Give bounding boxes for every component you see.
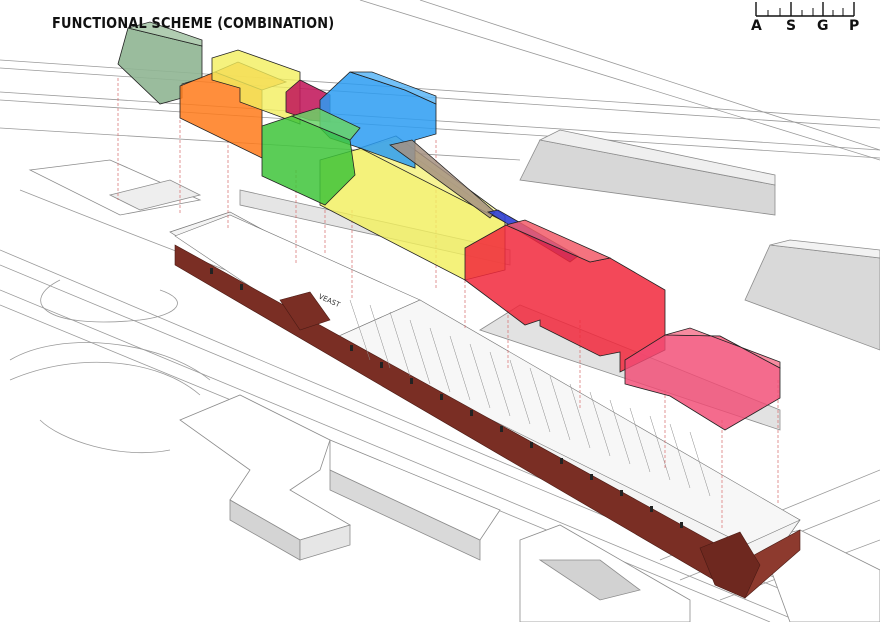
logo-letter-p: P	[849, 18, 860, 34]
volume-pink	[624, 327, 781, 431]
ruler-icon	[755, 2, 855, 17]
asgp-logo: A S G P	[748, 2, 860, 36]
historic-building: VEAST	[169, 211, 801, 599]
functional-volumes	[117, 21, 781, 431]
volume-green-gray	[117, 21, 203, 105]
logo-letter-g: G	[817, 18, 829, 34]
logo-letter-s: S	[786, 18, 797, 34]
page-title: FUNCTIONAL SCHEME (COMBINATION)	[52, 14, 335, 32]
interior-grid	[349, 299, 711, 497]
windows	[210, 268, 683, 528]
volume-green	[261, 107, 361, 206]
logo-letter-a: A	[751, 18, 762, 34]
volume-red	[464, 219, 666, 373]
